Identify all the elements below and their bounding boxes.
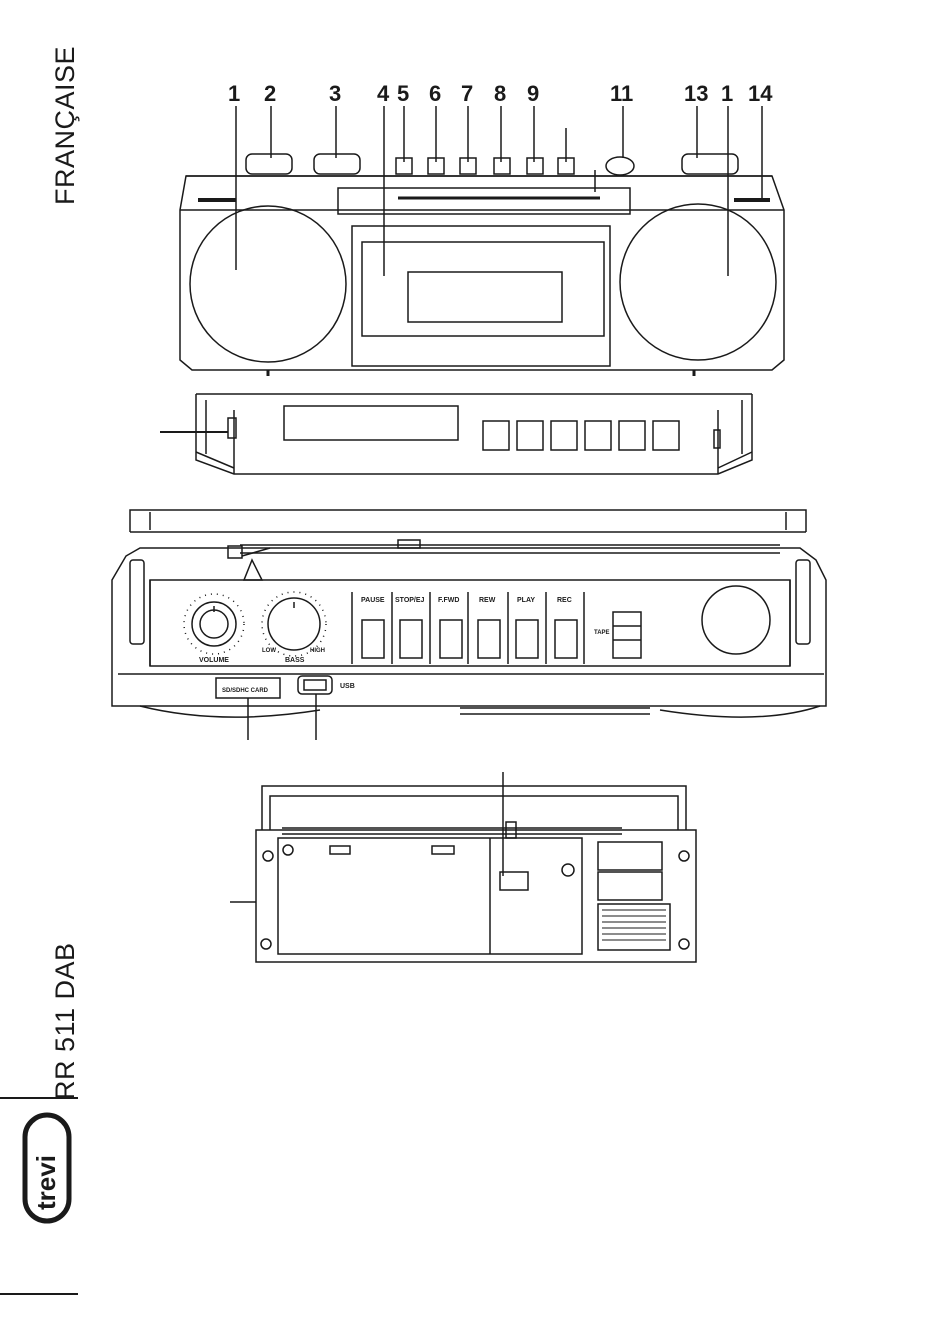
model-label: RR 511 DAB — [50, 942, 81, 1100]
callout-13: 13 — [684, 81, 708, 106]
bass-high-label: HIGH — [310, 648, 325, 654]
callout-7: 7 — [461, 81, 473, 106]
play-label: PLAY — [517, 597, 535, 604]
top-view — [160, 394, 752, 474]
stop-eject-label: STOP/EJ — [395, 597, 425, 604]
callout-6: 6 — [429, 81, 441, 106]
callout-3: 3 — [329, 81, 341, 106]
usb-label: USB — [340, 683, 355, 690]
side-divider — [0, 1097, 78, 1099]
callout-1-left: 1 — [228, 81, 240, 106]
volume-label: VOLUME — [199, 657, 229, 664]
tape-switch-label: TAPE — [594, 630, 610, 636]
record-label: REC — [557, 597, 572, 604]
callout-9: 9 — [527, 81, 539, 106]
bottom-divider — [0, 1293, 78, 1295]
bass-low-label: LOW — [262, 648, 276, 654]
pause-label: PAUSE — [361, 597, 385, 604]
callout-1-right: 1 — [721, 81, 733, 106]
bass-label: BASS — [285, 657, 305, 664]
control-panel-view — [112, 510, 826, 740]
trevi-logo: trevi — [22, 1112, 72, 1224]
rewind-label: REW — [479, 597, 496, 604]
language-label: FRANÇAISE — [50, 46, 81, 205]
callout-11: 11 — [610, 81, 633, 106]
callout-5: 5 — [397, 81, 409, 106]
fast-forward-label: F.FWD — [438, 597, 459, 604]
control-labels: PAUSE STOP/EJ F.FWD REW PLAY REC VOLUME … — [199, 597, 610, 694]
callout-2: 2 — [264, 81, 276, 106]
sd-slot-label: SD/SDHC CARD — [222, 688, 269, 694]
callout-14: 14 — [748, 81, 773, 106]
callout-8: 8 — [494, 81, 506, 106]
back-view — [230, 772, 696, 962]
callout-4: 4 — [377, 81, 390, 106]
logo-text: trevi — [31, 1155, 61, 1210]
front-view — [180, 106, 784, 376]
callout-numbers: 1 2 3 4 5 6 7 8 9 11 13 1 14 — [228, 81, 773, 106]
